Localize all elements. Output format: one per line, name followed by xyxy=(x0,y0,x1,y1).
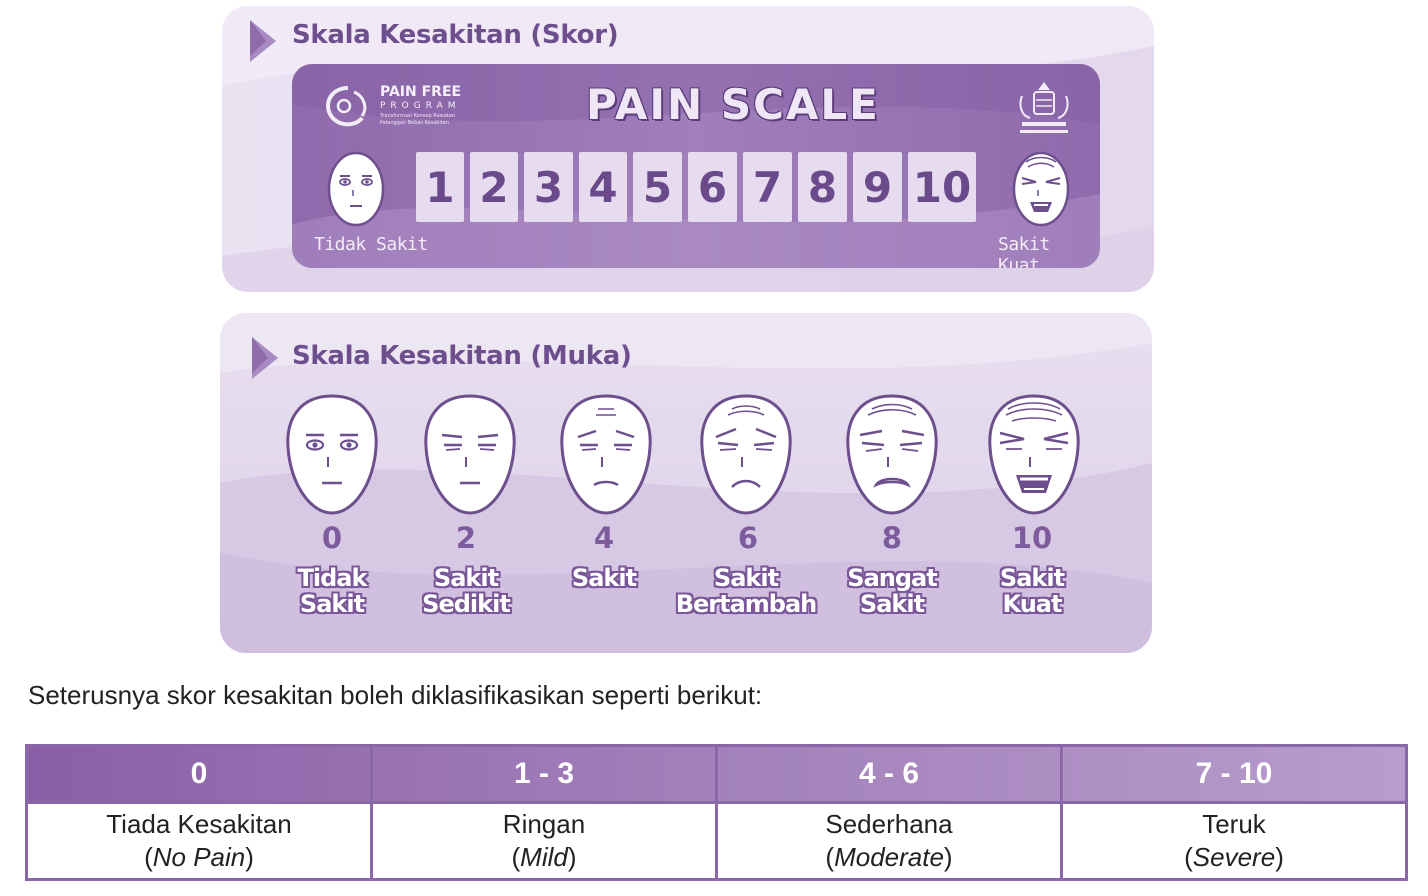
face-score-2: 2 xyxy=(455,521,477,555)
face-label-10: Sakit Kuat xyxy=(952,565,1112,617)
face-score-0: 0 xyxy=(321,521,343,555)
score-box-8: 8 xyxy=(798,152,847,222)
logo-text-sub2: Pelanggan Bebas Kesakitan xyxy=(380,120,449,126)
title-arrow-icon xyxy=(252,337,278,379)
face-score-4: 4 xyxy=(593,521,615,555)
coat-of-arms-icon xyxy=(1019,82,1069,133)
face-8-icon xyxy=(846,394,938,515)
score-box-4: 4 xyxy=(579,152,627,222)
score-box-9: 9 xyxy=(853,152,902,222)
classification-cell-no-pain: Tiada Kesakitan (No Pain) xyxy=(25,801,373,881)
logo-text-sub1: Transformasi Konsep Rawatan xyxy=(380,113,455,119)
pain-face-panel: Skala Kesakitan (Muka) xyxy=(220,313,1152,653)
classification-english: (Moderate) xyxy=(825,842,953,872)
logo-text-program: PROGRAM xyxy=(380,101,461,111)
classification-english-text: Mild xyxy=(520,842,568,872)
classification-english-text: Moderate xyxy=(834,842,944,872)
score-box-1: 1 xyxy=(416,152,464,222)
face-4-icon xyxy=(560,394,652,515)
face-label-line2: Sedikit xyxy=(422,590,511,618)
classification-english-text: No Pain xyxy=(152,842,246,872)
header-cell-7-10: 7 - 10 xyxy=(1060,744,1408,804)
face-label-line1: Sakit xyxy=(433,564,499,592)
classification-label: Tiada Kesakitan xyxy=(106,809,292,839)
classification-cell-severe: Teruk (Severe) xyxy=(1060,801,1408,881)
face-label-0: Tidak Sakit xyxy=(252,565,412,617)
panel-title: Skala Kesakitan (Skor) xyxy=(292,20,619,50)
face-label-line1: Tidak xyxy=(297,564,368,592)
header-cell-1-3: 1 - 3 xyxy=(370,744,718,804)
face-label-line2: Bertambah xyxy=(675,590,818,618)
pain-free-logo-icon xyxy=(326,86,367,127)
score-box-6: 6 xyxy=(688,152,737,222)
face-0-icon xyxy=(286,394,378,515)
face-label-line2: Sakit xyxy=(299,590,365,618)
no-pain-label: Tidak Sakit xyxy=(314,234,428,255)
face-label-line1: Sangat xyxy=(847,564,937,592)
classification-intro-text: Seterusnya skor kesakitan boleh diklasif… xyxy=(28,680,763,710)
classification-english: (Mild) xyxy=(511,842,577,872)
classification-english: (Severe) xyxy=(1184,842,1284,872)
score-box-2: 2 xyxy=(470,152,518,222)
classification-english: (No Pain) xyxy=(144,842,254,872)
table-header-row: 0 1 - 3 4 - 6 7 - 10 xyxy=(25,744,1408,804)
logo-text-main: PAIN FREE xyxy=(380,84,462,100)
header-cell-0: 0 xyxy=(25,744,373,804)
face-label-line2: Sakit xyxy=(859,590,925,618)
classification-label: Sederhana xyxy=(825,809,953,839)
face-6-icon xyxy=(700,394,792,515)
face-label-line1: Sakit xyxy=(713,564,779,592)
title-arrow-icon xyxy=(250,20,276,62)
face-10-icon xyxy=(988,394,1080,515)
face-label-line1: Sakit xyxy=(571,564,637,592)
classification-english-text: Severe xyxy=(1192,842,1276,872)
face-label-4: Sakit xyxy=(524,565,684,591)
classification-label: Teruk xyxy=(1202,809,1266,839)
face-label-6: Sakit Bertambah xyxy=(666,565,826,617)
severe-pain-face-icon xyxy=(1012,151,1070,227)
classification-cell-mild: Ringan (Mild) xyxy=(370,801,718,881)
classification-cell-moderate: Sederhana (Moderate) xyxy=(715,801,1063,881)
score-box-10: 10 xyxy=(908,152,976,222)
pain-classification-table: 0 1 - 3 4 - 6 7 - 10 Tiada Kesakitan (No… xyxy=(25,744,1408,881)
face-label-2: Sakit Sedikit xyxy=(386,565,546,617)
classification-label: Ringan xyxy=(502,809,586,839)
score-box-3: 3 xyxy=(524,152,573,222)
score-box-5: 5 xyxy=(633,152,682,222)
pain-scale-title: PAIN SCALE xyxy=(586,80,880,129)
no-pain-face-icon xyxy=(327,151,385,227)
header-cell-4-6: 4 - 6 xyxy=(715,744,1063,804)
face-score-8: 8 xyxy=(881,521,903,555)
pain-score-panel: Skala Kesakitan (Skor) PAIN FREE PROGRAM… xyxy=(222,6,1154,292)
severe-pain-label: Sakit Kuat xyxy=(998,234,1050,268)
score-box-7: 7 xyxy=(743,152,792,222)
face-score-10: 10 xyxy=(1011,521,1053,555)
face-label-8: Sangat Sakit xyxy=(812,565,972,617)
face-label-line2: Kuat xyxy=(1002,590,1063,618)
table-row: Tiada Kesakitan (No Pain) Ringan (Mild) … xyxy=(25,801,1408,881)
face-2-icon xyxy=(424,394,516,515)
face-score-6: 6 xyxy=(737,521,759,555)
pain-scale-card: PAIN FREE PROGRAM Transformasi Konsep Ra… xyxy=(292,64,1100,268)
panel-background xyxy=(220,313,1152,653)
face-label-line1: Sakit xyxy=(999,564,1065,592)
panel-title: Skala Kesakitan (Muka) xyxy=(292,341,632,371)
